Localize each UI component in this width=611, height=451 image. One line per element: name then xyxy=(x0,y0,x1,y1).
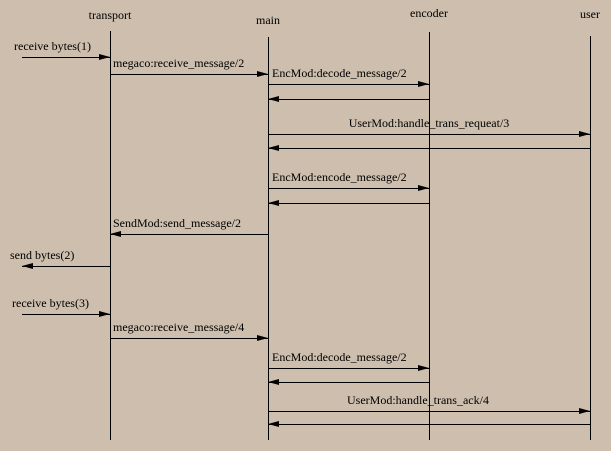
arrowhead-right-icon xyxy=(99,311,110,317)
message-line-receive-bytes-1 xyxy=(22,57,110,58)
arrowhead-left-icon xyxy=(110,231,121,237)
message-label-encmod-encode-message-2: EncMod:encode_message/2 xyxy=(272,170,407,184)
lifeline-main xyxy=(268,37,269,440)
lifeline-user xyxy=(590,36,591,440)
arrowhead-left-icon xyxy=(268,145,279,151)
message-line-send-bytes-2 xyxy=(22,266,110,267)
message-line-megaco-receive-message-4 xyxy=(110,338,268,339)
message-label-megaco-receive-message-2: megaco:receive_message/2 xyxy=(113,56,245,70)
message-line-decode-return-1 xyxy=(268,99,429,100)
message-line-encmod-decode-message-2b xyxy=(268,368,429,369)
message-line-receive-bytes-3 xyxy=(22,314,110,315)
message-line-handle-trans-return xyxy=(268,148,590,149)
message-label-encmod-decode-message-2b: EncMod:decode_message/2 xyxy=(272,350,407,364)
lifeline-label-user: user xyxy=(580,7,600,21)
lifeline-encoder xyxy=(429,32,430,440)
arrowhead-left-icon xyxy=(268,200,279,206)
arrowhead-right-icon xyxy=(99,54,110,60)
arrowhead-left-icon xyxy=(268,421,279,427)
message-line-encode-return xyxy=(268,203,429,204)
arrowhead-right-icon xyxy=(418,81,429,87)
message-line-decode-return-2 xyxy=(268,382,429,383)
message-line-usermod-handle-trans-ack-4 xyxy=(268,411,590,412)
message-label-sendmod-send-message-2: SendMod:send_message/2 xyxy=(113,216,241,230)
message-line-megaco-receive-message-2 xyxy=(110,74,268,75)
message-line-handle-ack-return xyxy=(268,424,590,425)
lifeline-label-transport: transport xyxy=(88,8,132,22)
arrowhead-left-icon xyxy=(268,96,279,102)
arrowhead-right-icon xyxy=(418,365,429,371)
message-line-usermod-handle-trans-requeat-3 xyxy=(268,134,590,135)
message-label-receive-bytes-1: receive bytes(1) xyxy=(14,39,91,53)
arrowhead-right-icon xyxy=(257,335,268,341)
arrowhead-left-icon xyxy=(268,379,279,385)
message-line-sendmod-send-message-2 xyxy=(110,234,268,235)
message-line-encmod-decode-message-2a xyxy=(268,84,429,85)
message-label-usermod-handle-trans-requeat-3: UserMod:handle_trans_requeat/3 xyxy=(348,116,510,130)
message-label-encmod-decode-message-2a: EncMod:decode_message/2 xyxy=(272,66,407,80)
lifeline-label-main: main xyxy=(256,13,280,27)
arrowhead-right-icon xyxy=(579,408,590,414)
lifeline-label-encoder: encoder xyxy=(410,6,448,20)
message-label-send-bytes-2: send bytes(2) xyxy=(10,248,75,262)
arrowhead-right-icon xyxy=(418,185,429,191)
message-label-usermod-handle-trans-ack-4: UserMod:handle_trans_ack/4 xyxy=(347,393,489,407)
message-label-receive-bytes-3: receive bytes(3) xyxy=(12,296,89,310)
message-line-encmod-encode-message-2 xyxy=(268,188,429,189)
arrowhead-right-icon xyxy=(257,71,268,77)
message-label-megaco-receive-message-4: megaco:receive_message/4 xyxy=(113,320,245,334)
arrowhead-right-icon xyxy=(579,131,590,137)
arrowhead-left-icon xyxy=(22,263,33,269)
